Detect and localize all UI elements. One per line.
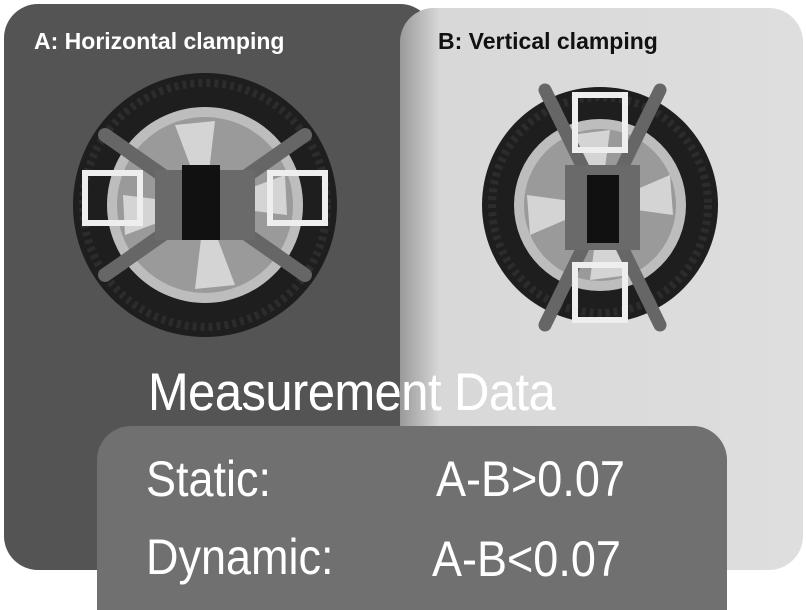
wheel-vertical-clamp-image <box>482 83 718 332</box>
measurement-data-title: Measurement Data <box>148 363 556 422</box>
vertical-clamping-label: B: Vertical clamping <box>438 28 658 54</box>
static-label: Static: <box>146 451 272 507</box>
static-value: A-B>0.07 <box>436 451 625 507</box>
dynamic-value: A-B<0.07 <box>432 531 621 587</box>
measurement-data-box <box>97 426 727 610</box>
wheel-horizontal-clamp-image <box>73 73 337 337</box>
horizontal-clamping-label: A: Horizontal clamping <box>34 28 285 54</box>
dynamic-label: Dynamic: <box>146 529 334 585</box>
